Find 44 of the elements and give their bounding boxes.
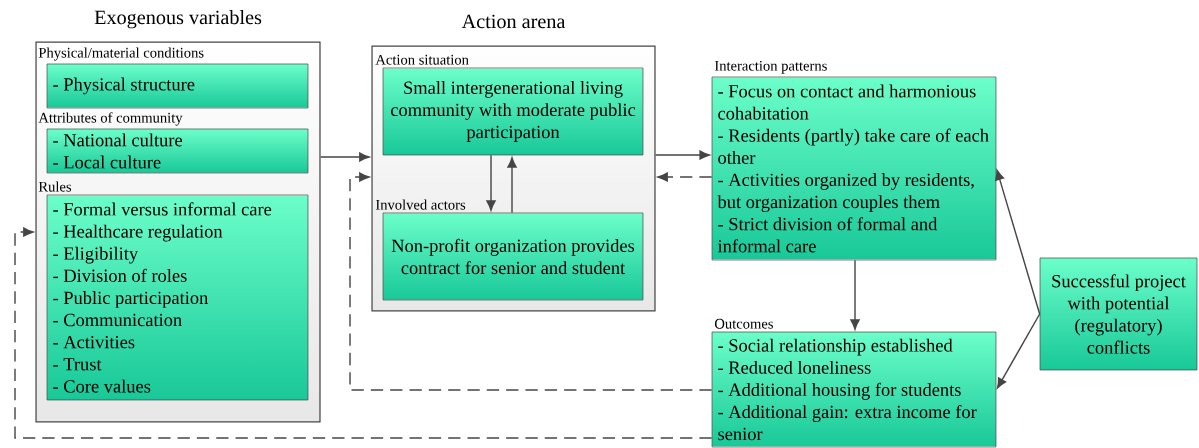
box-heading: Action situation xyxy=(375,54,469,65)
node-label: - Additional housing for students xyxy=(718,382,961,400)
arrow xyxy=(486,154,496,211)
arrow xyxy=(14,227,713,439)
box-heading: Outcomes xyxy=(714,318,773,329)
node-label: - Focus on contact and harmonious cohabitation xyxy=(718,84,976,120)
list-box: Non-profit organization provides contract for senior and student xyxy=(382,212,644,301)
list-box: - Physical structure xyxy=(46,63,309,109)
list-box: - Social relationship established - Reduced loneliness - Additional housing for students - Additional gain: extra income for senior xyxy=(711,331,997,448)
node-label: - Activities xyxy=(53,335,135,349)
arrow xyxy=(349,172,713,391)
node-label: - Division of roles xyxy=(53,268,187,282)
box-heading: Involved actors xyxy=(375,199,466,210)
node-label: - Public participation xyxy=(53,291,209,308)
node-label: - Trust xyxy=(53,358,102,371)
node-label: - Healthcare regulation xyxy=(53,224,223,242)
panel-title: Action arena xyxy=(461,14,566,29)
node-label: - Communication xyxy=(53,313,182,327)
arrow xyxy=(319,152,370,162)
node-label: - Formal versus informal care xyxy=(53,202,272,216)
arrow xyxy=(996,313,1041,389)
arrow xyxy=(507,157,517,214)
node-label: - Core values xyxy=(53,379,151,393)
node-label: - Strict division of formal and informal care xyxy=(717,217,938,253)
node-label: - Reduced loneliness xyxy=(718,360,871,374)
panel-title: Exogenous variables xyxy=(94,9,262,29)
box-heading: Rules xyxy=(38,181,72,192)
arrow xyxy=(995,169,1041,315)
box-heading: Interaction patterns xyxy=(714,60,827,74)
list-box: - National culture - Local culture xyxy=(46,128,309,174)
node-label: - Residents (partly) take care of each other xyxy=(718,128,989,164)
node-label: - Social relationship established xyxy=(718,338,953,356)
list-box: Successful project with potential (regulatory) conflicts xyxy=(1039,257,1198,371)
list-box: - Focus on contact and harmonious cohabitation - Residents (partly) take care of each other - Activities organized by residents, but organization couples them - Strict division of formal and informal care xyxy=(711,76,997,261)
node-label: - Eligibility xyxy=(53,246,139,264)
arrow xyxy=(657,172,713,182)
box-heading: Attributes of community xyxy=(38,112,183,126)
list-box: Small intergenerational living community with moderate public participation xyxy=(382,67,644,156)
arrow xyxy=(850,259,860,330)
arrow xyxy=(654,150,710,160)
list-box: - Formal versus informal care - Healthcare regulation - Eligibility - Division of roles - Public participation - Communication - Activities - Trust - Core values xyxy=(46,194,309,401)
node-label: - Activities organized by residents, but organization couples them xyxy=(717,173,974,212)
box-heading: Physical/material conditions xyxy=(38,47,204,61)
node-label: - Additional gain: extra income for senior xyxy=(718,404,977,441)
